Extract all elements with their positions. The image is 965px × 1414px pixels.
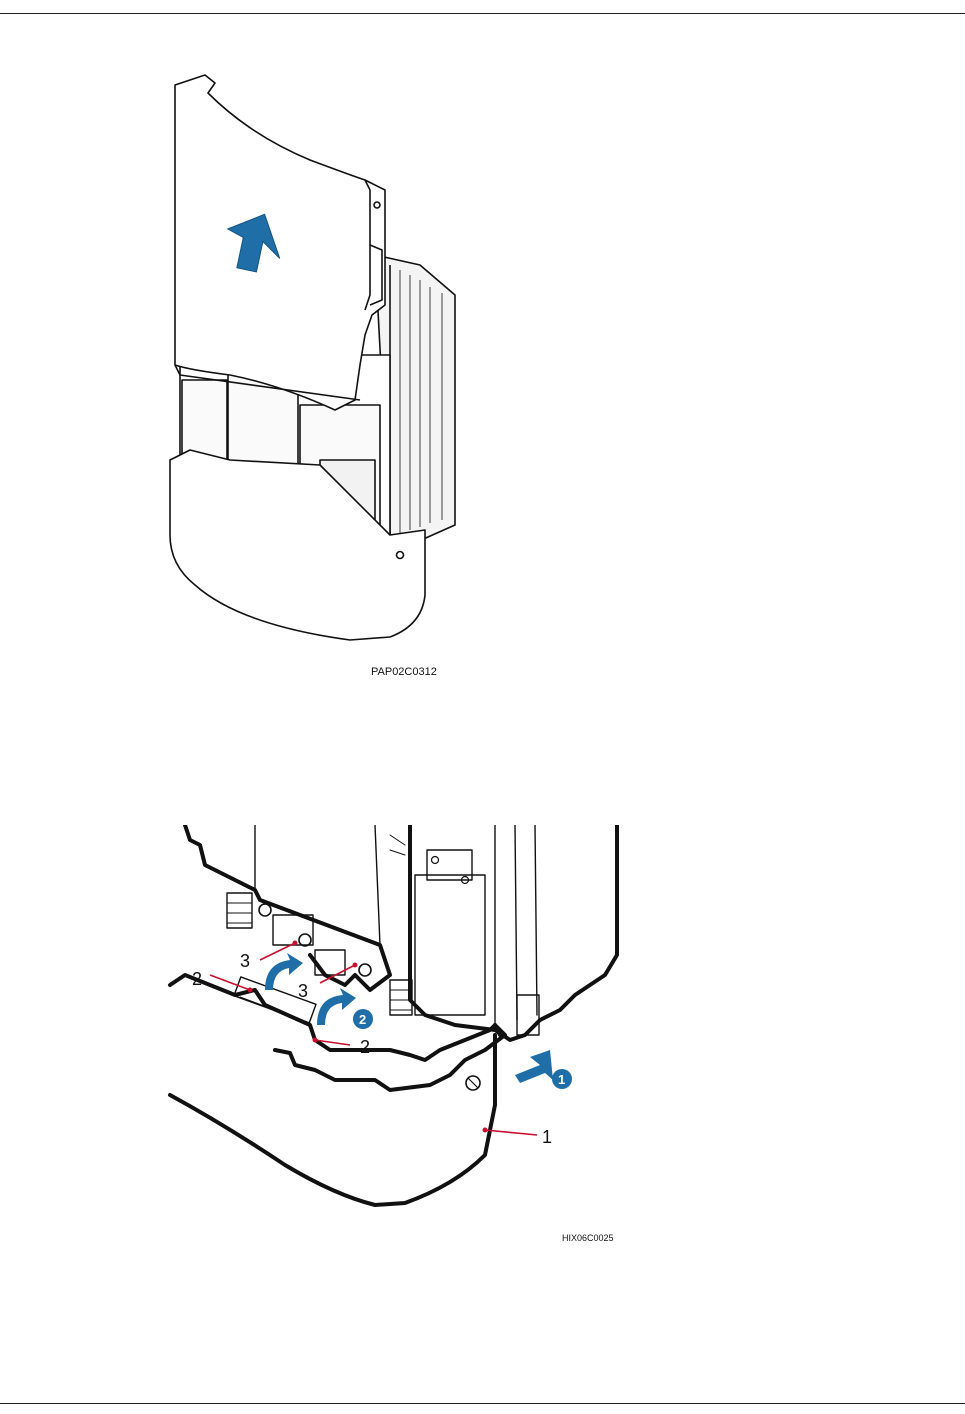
callout-2-left: 2 (192, 969, 202, 989)
figure-code-1: PAP02C0312 (371, 666, 437, 678)
header-rule (0, 13, 965, 14)
pull-arrow-icon (515, 1050, 553, 1083)
callout-3-right: 3 (298, 981, 308, 1001)
figure-cover-removal (160, 65, 460, 655)
step-2-label: 2 (359, 1012, 366, 1027)
rotate-arrow-icon (317, 988, 356, 1025)
step-1-label: 1 (558, 1072, 565, 1087)
figure-latch-release: 2 2 3 3 1 2 1 (165, 825, 635, 1220)
callout-3-left: 3 (240, 951, 250, 971)
callout-1: 1 (542, 1127, 552, 1147)
figure-code-2: HIX06C0025 (562, 1233, 614, 1243)
callout-2-right: 2 (360, 1037, 370, 1057)
footer-rule (0, 1403, 965, 1404)
